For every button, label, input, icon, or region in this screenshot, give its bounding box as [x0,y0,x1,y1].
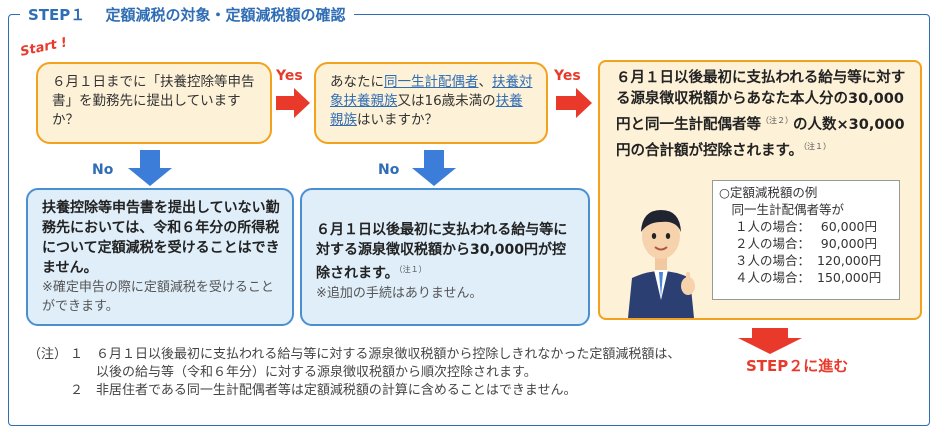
footnote-prefix [28,382,70,400]
no-label-1: No [92,162,114,178]
footnote-number: ２ [70,383,84,398]
footnote-row: （注） １ ６月１日以後最初に支払われる給与等に対する源泉徴収税額から控除しきれ… [28,346,688,382]
example-row-label: １人の場合： [735,219,811,234]
step1-title: STEP１ 定額減税の対象・定額減税額の確認 [20,6,354,24]
example-title: ○定額減税額の例 [719,185,818,200]
example-row-label: ２人の場合： [735,236,811,251]
link-spouse[interactable]: 同一生計配偶者 [384,74,479,90]
question-2-box: あなたに同一生計配偶者、扶養対象扶養親族又は16歳未満の扶養親族はいますか？ [314,62,548,144]
arrow-right-red-icon [276,88,310,118]
note-ref-1: （注１） [803,141,832,151]
footnote-text: 非居住者である同一生計配偶者等は定額減税額の計算に含めることはできません。 [96,383,577,398]
arrow-right-red-icon [556,88,592,118]
question-2-text-mid2: 又は16歳未満の [397,93,496,109]
question-2-text-pre: あなたに [330,74,384,90]
result-yes-text: ６月１日以後最初に支払われる給与等に対する源泉徴収税額からあなた本人分の30,0… [616,68,912,162]
result-no-2-note: ※追加の手続はありません。 [316,285,483,301]
example-row: ４人の場合： 150,000円 [719,269,893,286]
result-no-1-note: ※確定申告の際に定額減税を受けることができます。 [42,280,274,314]
link-dependents[interactable]: 扶養対象扶養親族 [330,74,533,109]
result-no-1-box: 扶養控除等申告書を提出していない勤務先においては、令和６年分の所得税について定額… [26,188,294,326]
question-2-text-mid: 、 [478,74,493,90]
question-2-text-post: はいますか？ [357,112,438,128]
arrow-down-red-icon [738,328,802,354]
next-step-link[interactable]: STEP２に進む [746,357,849,375]
footnote-prefix: （注） [28,347,68,362]
result-no-2-box: ６月１日以後最初に支払われる給与等に対する源泉徴収税額から30,000円が控除さ… [300,188,590,326]
result-no-2-text: ６月１日以後最初に支払われる給与等に対する源泉徴収税額から30,000円が控除さ… [316,220,578,284]
footnote-number: １ [70,347,84,362]
result-no-2-main: ６月１日以後最初に支払われる給与等に対する源泉徴収税額から30,000円が控除さ… [316,222,568,282]
result-yes-box: ６月１日以後最初に支払われる給与等に対する源泉徴収税額からあなた本人分の30,0… [598,60,922,320]
example-row-label: ３人の場合： [735,253,811,268]
footnote-text: ６月１日以後最初に支払われる給与等に対する源泉徴収税額から控除しきれなかった定額… [96,347,681,380]
example-row-amount: 150,000円 [817,270,882,285]
businessman-illustration [628,210,695,318]
note-ref-1: （注１） [398,265,427,274]
arrow-down-blue-icon [412,150,456,186]
footnotes: （注） １ ６月１日以後最初に支払われる給与等に対する源泉徴収税額から控除しきれ… [28,346,688,400]
example-row-label: ４人の場合： [735,270,811,285]
yes-label-1: Yes [276,68,303,84]
example-box: ○定額減税額の例 同一生計配偶者等が １人の場合： 60,000円 ２人の場合： 9… [712,180,900,300]
arrow-down-blue-icon [128,150,172,186]
example-row-amount: 90,000円 [820,236,877,251]
example-row-amount: 60,000円 [820,219,877,234]
example-row-amount: 120,000円 [817,253,882,268]
note-ref-2: （注２） [761,116,793,125]
yes-label-2: Yes [554,68,581,84]
result-no-1-text: 扶養控除等申告書を提出していない勤務先においては、令和６年分の所得税について定額… [42,200,280,276]
step1-frame [8,14,930,426]
question-1-box: ６月１日までに「扶養控除等申告書」を勤務先に提出していますか？ [36,62,272,144]
example-subtitle: 同一生計配偶者等が [719,202,845,217]
example-row: ２人の場合： 90,000円 [719,235,893,252]
link-relatives[interactable]: 扶養親族 [330,93,523,128]
no-label-2: No [378,162,400,178]
example-row: １人の場合： 60,000円 [719,218,893,235]
result-yes-main2: の人数×30,000円の合計額が控除されます。 [616,116,905,159]
footnote-row: ２ 非居住者である同一生計配偶者等は定額減税額の計算に含めることはできません。 [28,382,688,400]
example-row: ３人の場合： 120,000円 [719,252,893,269]
result-yes-main: ６月１日以後最初に支払われる給与等に対する源泉徴収税額からあなた本人分の30,0… [616,70,906,133]
question-1-text: ６月１日までに「扶養控除等申告書」を勤務先に提出していますか？ [52,74,255,128]
